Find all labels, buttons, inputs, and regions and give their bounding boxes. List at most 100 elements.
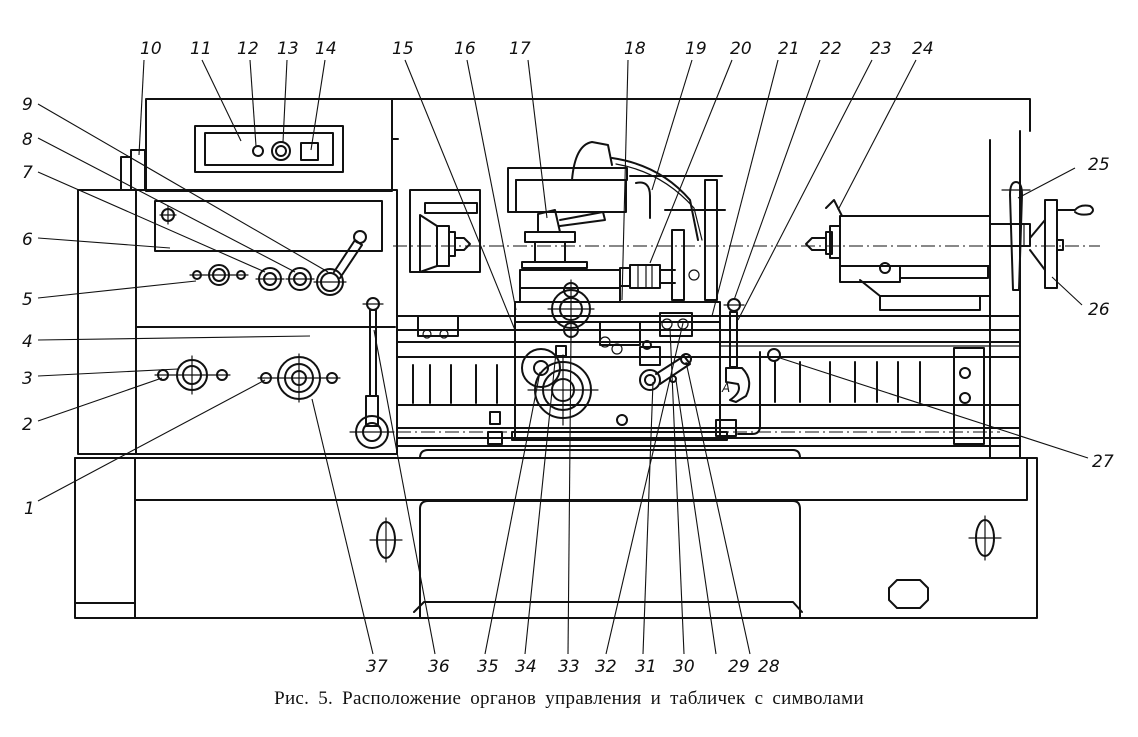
coolant-valve (715, 419, 737, 437)
callout-30: 30 (673, 657, 695, 677)
callout-23: 23 (870, 39, 892, 59)
callout-3: 3 (22, 369, 33, 389)
feed-lever-sleeve (365, 395, 379, 427)
callout-28: 28 (758, 657, 780, 677)
callout-18: 18 (624, 39, 646, 59)
callout-8: 8 (22, 130, 33, 150)
cross-slide-top (521, 261, 588, 269)
tool-post-lever (559, 211, 606, 227)
compound-rest (534, 241, 566, 263)
coolant-hose-inner (615, 163, 703, 241)
apron-screw (599, 336, 611, 348)
engagement-knob (642, 340, 652, 350)
carriage (489, 141, 728, 441)
center-point (454, 237, 471, 251)
callout-35: 35 (477, 657, 499, 677)
coolant-lamp (571, 141, 613, 181)
signal-lamp-icon (252, 145, 264, 157)
handwheel-handle (1056, 204, 1094, 216)
feed-lever-rod (369, 309, 377, 397)
callout-32: 32 (595, 657, 617, 677)
stop-screw (439, 329, 449, 339)
chip-tray-lip (413, 601, 803, 613)
callout-31: 31 (635, 657, 657, 677)
lead-screw-bearing (487, 431, 503, 445)
selector-knob (661, 318, 673, 330)
callout-labels: 1 2 3 4 5 6 7 8 9 10 11 12 13 14 15 16 1… (22, 39, 1114, 677)
tailstock-screw (879, 262, 891, 274)
chuck-guard-top (424, 202, 478, 214)
figure-caption: Рис. 5. Расположение органов управления … (274, 688, 864, 709)
callout-13: 13 (277, 39, 299, 59)
callout-16: 16 (454, 39, 476, 59)
feed-screw-handle (629, 264, 661, 289)
machine-body (74, 98, 1038, 619)
small-hub (533, 360, 549, 376)
handwheel-spokes (1029, 219, 1046, 271)
control-hook (725, 367, 751, 403)
tool-post-block (537, 209, 561, 233)
callout-15: 15 (392, 39, 414, 59)
callout-14: 14 (315, 39, 337, 59)
bed-top-band (134, 457, 1028, 501)
quill-lock-lever (1009, 181, 1023, 291)
tailstock-foot (879, 295, 981, 311)
stop-block (417, 315, 459, 337)
callout-6: 6 (22, 230, 33, 250)
coolant-nozzle (635, 181, 651, 219)
half-nut-lever (655, 355, 691, 385)
right-controls: A (715, 181, 1094, 437)
callout-24: 24 (912, 39, 934, 59)
callout-17: 17 (509, 39, 531, 59)
callout-10: 10 (140, 39, 162, 59)
half-nut-hub (644, 374, 656, 386)
stop-knob (767, 348, 781, 362)
headstock-housing (77, 189, 398, 455)
chip-tray-top (419, 449, 801, 459)
callout-9: 9 (22, 95, 33, 115)
rotary-switch-inner (275, 145, 287, 157)
leader-lines (37, 59, 1089, 655)
chuck-guard (409, 189, 481, 273)
guard-column (704, 179, 718, 301)
bed-ribs-left (412, 364, 498, 404)
access-hatch (888, 579, 929, 609)
bracket-bolt (959, 392, 971, 404)
speed-plate (154, 200, 383, 252)
half-nut-knob (639, 369, 661, 391)
tailstock-handwheel (1044, 199, 1058, 289)
spindle-chuck (393, 189, 1100, 273)
callout-34: 34 (515, 657, 537, 677)
callout-4: 4 (22, 332, 33, 352)
tailstock-base-left (839, 265, 901, 283)
callout-7: 7 (22, 163, 33, 183)
tailstock-base-right (899, 265, 989, 279)
top-guard (391, 98, 1031, 132)
feed-selector-plate (659, 312, 693, 337)
bed-end-bracket (953, 347, 985, 445)
tailstock-flange (829, 225, 841, 259)
headstock-controls (154, 205, 395, 449)
tool-post-base (524, 231, 576, 243)
bracket-bolt (959, 367, 971, 379)
coolant-hose (611, 157, 699, 241)
side-bracket (120, 156, 132, 191)
control-rod (729, 311, 738, 368)
square-button-icon (300, 142, 319, 161)
quill-face (825, 231, 833, 255)
chuck-body (419, 214, 438, 273)
callout-33: 33 (558, 657, 580, 677)
chip-guard-frame (507, 167, 628, 213)
tailstock-body (839, 215, 991, 267)
callout-36: 36 (428, 657, 450, 677)
apron-screw (611, 343, 623, 355)
support-post (671, 229, 685, 301)
callout-1: 1 (24, 499, 35, 519)
callout-37: 37 (366, 657, 388, 677)
clamp-screw (555, 345, 567, 357)
callout-20: 20 (730, 39, 752, 59)
callout-26: 26 (1088, 300, 1110, 320)
chip-tray-recess (419, 500, 801, 619)
lever-9-knob (353, 230, 367, 244)
